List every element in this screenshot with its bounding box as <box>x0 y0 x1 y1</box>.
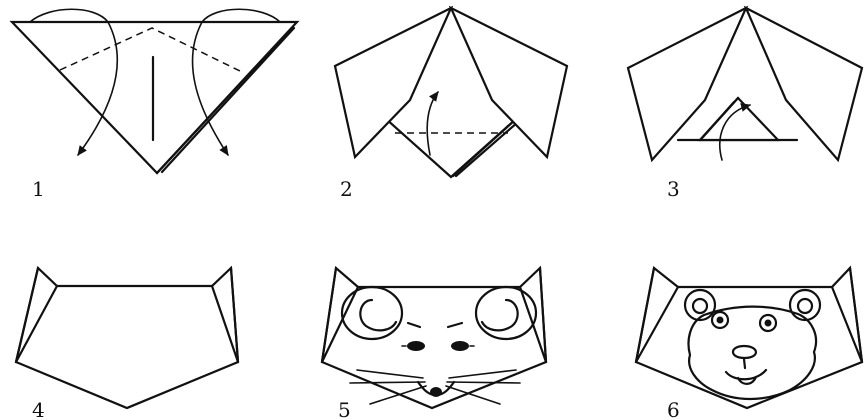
step-5-panel: 5 <box>322 268 546 420</box>
step-5-number: 5 <box>338 398 351 420</box>
step-4-outline <box>16 268 238 408</box>
step-1-triangle <box>12 22 297 173</box>
step-2-left-ear <box>335 8 451 157</box>
step-2-panel: 2 <box>335 8 567 201</box>
step-1-fold-lines <box>60 28 242 140</box>
mouse-nose <box>430 387 442 397</box>
step-1-left-arrow <box>30 9 117 155</box>
step-3-folded-flap <box>700 98 778 140</box>
bear-nose <box>733 346 756 358</box>
step-3-number: 3 <box>667 177 680 201</box>
step-6-number: 6 <box>667 398 680 420</box>
step-4-number: 4 <box>32 398 45 420</box>
step-6-outline <box>636 268 862 408</box>
step-2-number: 2 <box>340 177 353 201</box>
step-3-dog-head <box>628 8 862 160</box>
step-4-panel: 4 <box>16 268 238 420</box>
step-6-panel: 6 <box>636 268 862 420</box>
step-3-panel: 3 <box>628 8 862 201</box>
step-2-right-ear <box>451 8 567 157</box>
bear-right-ear <box>790 290 820 320</box>
step-2-fold-up-arrow <box>427 92 438 155</box>
bear-left-ear <box>685 290 715 320</box>
step-1-panel: 1 <box>12 9 297 201</box>
step-1-right-arrow <box>193 9 280 155</box>
step-1-number: 1 <box>32 177 45 201</box>
step-2-dog-head <box>335 8 567 177</box>
